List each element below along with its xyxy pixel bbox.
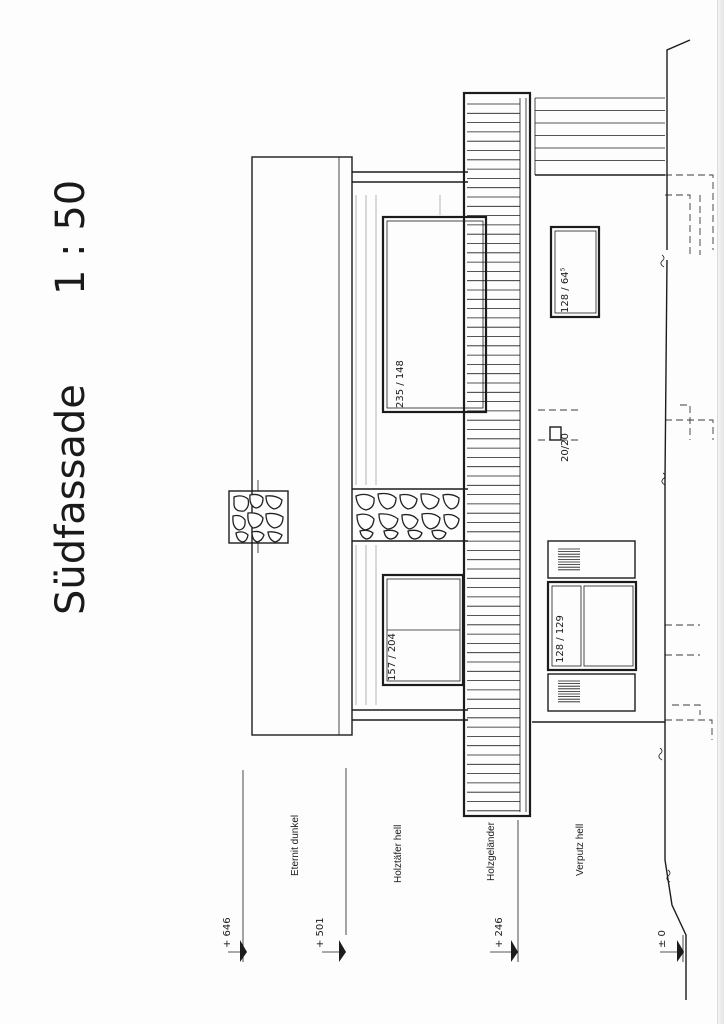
ground-floor-wall bbox=[532, 97, 714, 740]
shutter-bottom bbox=[547, 673, 636, 712]
scan-edge bbox=[717, 0, 724, 1024]
level-marker-plus-501: + 501 bbox=[315, 917, 346, 962]
wood-siding-hatch bbox=[355, 195, 441, 705]
stone-band-pattern bbox=[355, 492, 460, 540]
roof-fascia bbox=[228, 156, 353, 736]
level-marker-plus-646: + 646 bbox=[222, 917, 247, 962]
level-646-label: + 646 bbox=[222, 917, 233, 948]
material-label-verputz: Verputz hell bbox=[575, 824, 586, 876]
title-text: Südfassade bbox=[48, 384, 94, 615]
wooden-balcony-railing bbox=[462, 91, 532, 818]
vent-opening: 20/20 bbox=[549, 426, 571, 462]
level-lines bbox=[242, 768, 684, 962]
material-labels: Eternit dunkel Holztäfer hell Holzgeländ… bbox=[290, 815, 586, 883]
chimney-stone-block bbox=[228, 490, 289, 544]
window-upper-large: 235 / 148 bbox=[381, 215, 488, 414]
level-246-label: + 246 bbox=[494, 917, 505, 948]
level-marker-zero: ± 0 bbox=[657, 930, 684, 962]
window-ground-right-label: 128 / 64⁵ bbox=[560, 267, 571, 313]
window-ground-left-label: 128 / 129 bbox=[555, 615, 566, 663]
level-zero-label: ± 0 bbox=[657, 930, 668, 948]
chimney-stone-pattern bbox=[232, 493, 284, 543]
material-label-holztafer: Holztäfer hell bbox=[393, 825, 404, 883]
scale-text: 1 : 50 bbox=[48, 180, 94, 295]
drawing-title: Südfassade 1 : 50 bbox=[48, 180, 94, 615]
window-ground-left: 128 / 129 bbox=[546, 540, 638, 712]
level-501-label: + 501 bbox=[315, 917, 326, 948]
terrain-line bbox=[658, 39, 691, 1000]
railing-slats bbox=[467, 103, 520, 812]
material-label-eternit: Eternit dunkel bbox=[290, 815, 301, 876]
level-marker-plus-246: + 246 bbox=[490, 917, 518, 962]
window-upper-large-label: 235 / 148 bbox=[395, 360, 406, 408]
material-label-holzgelander: Holzgeländer bbox=[486, 821, 497, 881]
upper-floor-wall bbox=[351, 170, 468, 722]
vent-label: 20/20 bbox=[560, 433, 571, 462]
window-upper-small-label: 157 / 204 bbox=[387, 633, 398, 681]
window-ground-right: 128 / 64⁵ bbox=[549, 225, 601, 319]
shutter-top bbox=[547, 540, 636, 579]
side-railing-posts bbox=[534, 97, 665, 176]
window-upper-small: 157 / 204 bbox=[381, 573, 465, 687]
